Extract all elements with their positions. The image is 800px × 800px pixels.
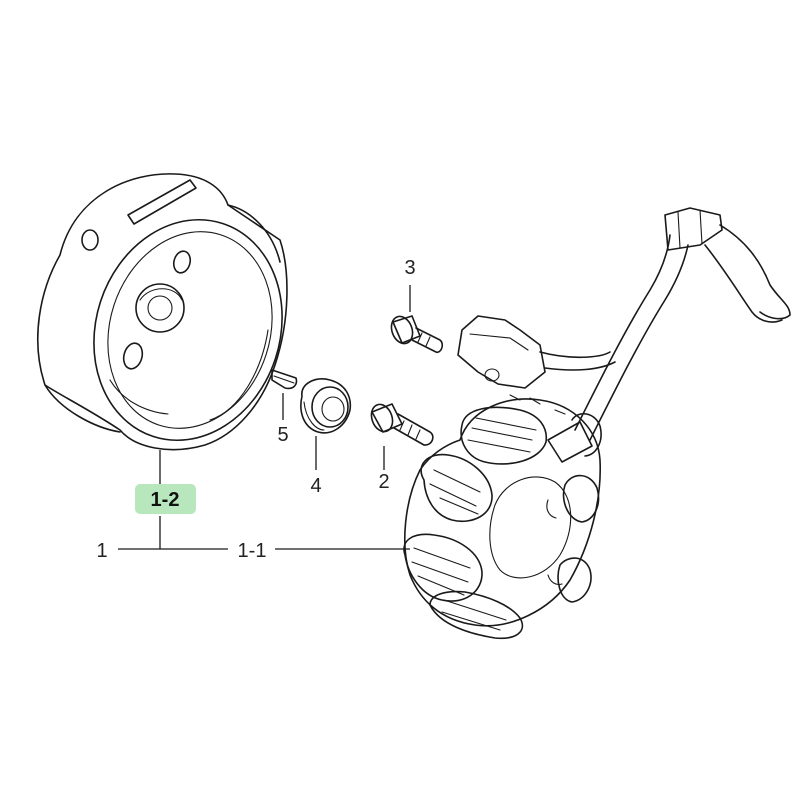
callout-1: 1: [96, 540, 107, 562]
callout-1-1: 1-1: [238, 540, 267, 562]
callout-highlight: [135, 484, 196, 514]
stator-coil-icon[interactable]: [403, 207, 791, 640]
washer-nut-icon[interactable]: [300, 378, 352, 434]
callout-2: 2: [378, 471, 389, 493]
woodruff-key-icon[interactable]: [271, 369, 298, 390]
flywheel-rotor-icon[interactable]: [36, 173, 310, 465]
callout-1-2: 1-2: [151, 489, 180, 511]
pulse-generator-icon[interactable]: [457, 315, 616, 389]
bolt-icon[interactable]: [388, 313, 444, 354]
callout-3: 3: [404, 257, 415, 279]
callout-5: 5: [277, 424, 288, 446]
bolt-icon[interactable]: [368, 401, 434, 446]
callout-4: 4: [310, 475, 321, 497]
